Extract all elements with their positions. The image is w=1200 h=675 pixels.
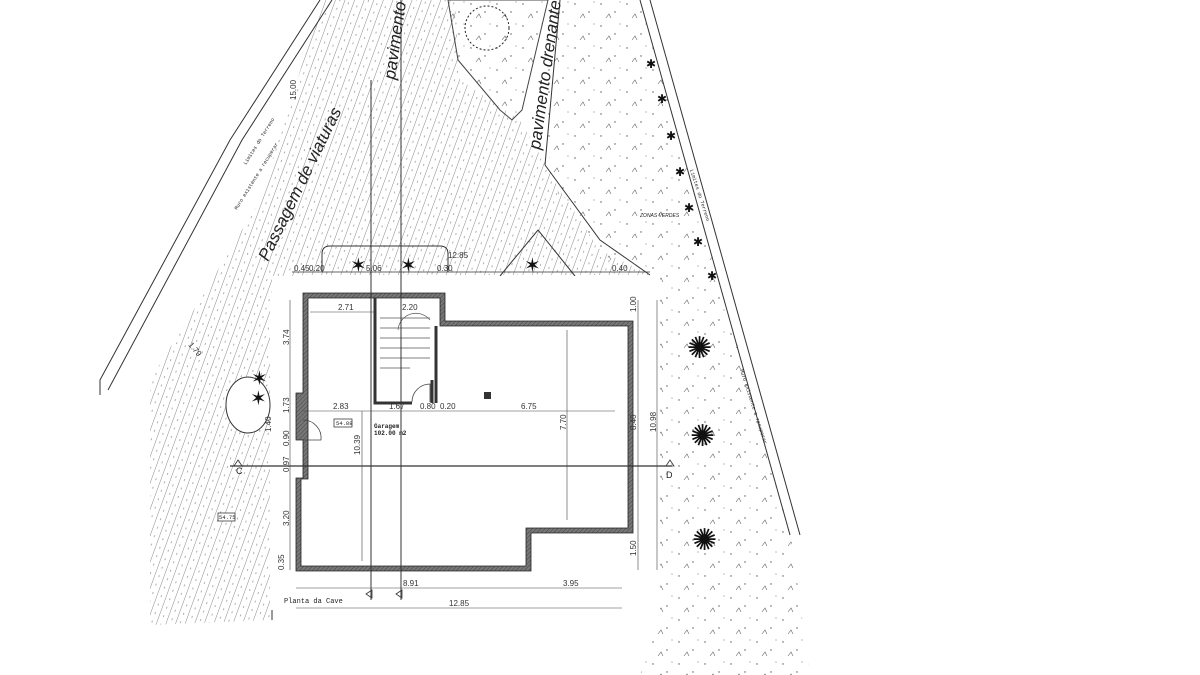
dim-0-30: 0.30 [437,264,453,273]
boundary-left-2 [107,0,333,391]
dim-2-71: 2.71 [338,303,354,312]
level-tag-exterior: 54.75 [219,514,236,521]
dim-0-40: 0.40 [612,264,628,273]
dim-0-97: 0.97 [282,456,291,472]
svg-text:✱: ✱ [646,57,656,71]
dim-1-67: 1.67 [389,402,405,411]
section-mark-c: C [236,466,243,476]
planter-triangle [499,229,576,277]
label-zonas-verdes: ZONAS VERDES [639,213,680,219]
boundary-left [99,0,321,395]
dim-1-40: 1.40 [264,416,273,432]
stair-wall [373,298,438,405]
green-zone-island [447,0,549,121]
building-frame [272,276,660,621]
dim-6-75: 6.75 [521,402,537,411]
svg-text:✱: ✱ [693,235,703,249]
paved-area-hatch [150,0,650,625]
dim-0-90: 0.90 [282,430,291,446]
dim-12-85-top: 12.85 [448,251,469,260]
dim-7-70: 7.70 [559,414,568,430]
dim-3-20: 3.20 [282,510,291,526]
dim-5-06: 5.06 [366,264,382,273]
dim-0-80: 0.80 [420,402,436,411]
svg-text:✱: ✱ [675,165,685,179]
drawing-title: Planta da Cave [284,598,343,606]
svg-text:✱: ✱ [666,129,676,143]
planter-top [321,245,449,272]
tree-canopy [464,5,510,51]
section-arrows [365,589,403,599]
shrubs: ✺ ✺ ✺ [687,332,717,557]
boundary-right-2 [649,0,801,536]
trees-row: ✱ ✱ ✱ ✱ ✱ ✱ ✱ [646,57,717,283]
island-edge-2 [544,164,651,276]
dim-8-40: 8.40 [629,414,638,430]
stairs [380,312,431,369]
svg-text:✺: ✺ [687,332,712,365]
dim-0-20b: 0.20 [440,402,456,411]
dim-0-35: 0.35 [277,554,286,570]
dim-12-85-bottom: 12.85 [449,599,470,608]
column [484,392,491,399]
dim-0-20a: 0.20 [309,264,325,273]
door-stair [411,383,431,403]
door-left [302,419,322,441]
rock-garden [225,376,271,434]
section-mark-d: D [666,470,673,480]
svg-text:✱: ✱ [707,269,717,283]
dim-10-39: 10.39 [353,434,362,455]
dim-1-73: 1.73 [282,397,291,413]
svg-text:✺: ✺ [692,524,717,557]
island-edge [544,0,561,166]
dimension-lines [289,300,658,609]
svg-text:✱: ✱ [657,92,667,106]
dim-2-20: 2.20 [402,303,418,312]
dim-0-45: 0.45 [294,264,310,273]
svg-text:✺: ✺ [690,420,715,453]
svg-text:✶: ✶ [350,255,367,277]
room-name: Garagem [374,423,400,430]
svg-text:✱: ✱ [684,201,694,215]
svg-text:✶: ✶ [250,388,267,410]
dim-8-91: 8.91 [403,579,419,588]
dim-2-83: 2.83 [333,402,349,411]
svg-text:✶: ✶ [524,255,541,277]
svg-text:✶: ✶ [400,255,417,277]
dim-3-74: 3.74 [282,329,291,345]
svg-text:✶: ✶ [251,368,268,390]
dim-3-95: 3.95 [563,579,579,588]
green-zone-right [540,0,810,675]
boundary-right [639,0,791,536]
level-tag-interior: 54.88 [336,420,353,427]
palms: ✶✶✶ ✶✶ [250,255,541,410]
dim-10-98: 10.98 [649,411,658,432]
room-area: 102.00 m2 [374,430,407,437]
dim-15-00: 15.00 [289,79,298,100]
dim-1-50: 1.50 [629,540,638,556]
dim-1-00: 1.00 [629,296,638,312]
